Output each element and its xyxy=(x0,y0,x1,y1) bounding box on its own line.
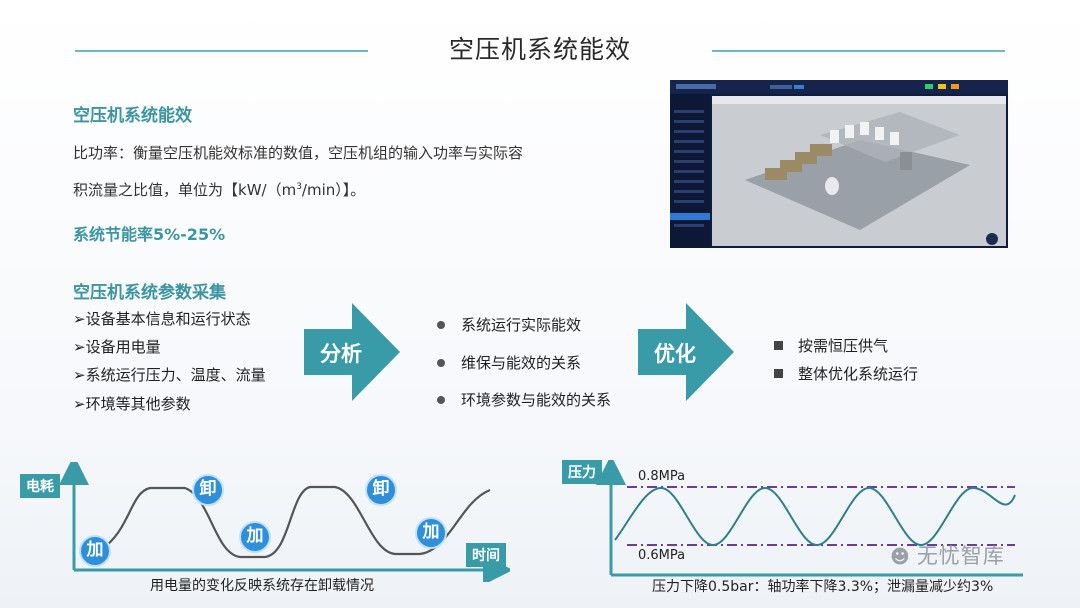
pressure-chart xyxy=(596,460,1023,577)
power-y-label: 电耗 xyxy=(20,474,60,498)
load-badge: 加 xyxy=(239,521,271,553)
bullet-square-icon xyxy=(774,341,783,350)
load-badge: 加 xyxy=(79,535,111,567)
list-item: ➢系统运行压力、温度、流量 xyxy=(73,366,266,384)
collection-heading: 空压机系统参数采集 xyxy=(73,283,226,303)
bullet-square-icon xyxy=(774,369,783,378)
unload-badge: 卸 xyxy=(192,474,224,506)
optimize-item: 按需恒压供气 xyxy=(774,335,888,356)
list-item: ➢设备用电量 xyxy=(73,338,161,356)
efficiency-heading: 空压机系统能效 xyxy=(73,106,192,126)
savings-rate: 系统节能率5%-25% xyxy=(73,225,226,244)
power-x-label: 时间 xyxy=(466,543,506,567)
pressure-y-label: 压力 xyxy=(562,460,602,484)
power-curve xyxy=(99,485,491,559)
power-chart xyxy=(60,462,510,582)
wechat-icon: ☻ xyxy=(890,546,911,568)
optimize-arrow-label: 优化 xyxy=(654,342,696,366)
pressure-curve xyxy=(614,486,1016,547)
bullet-dot-icon xyxy=(437,320,445,329)
bullet-dot-icon xyxy=(437,395,445,404)
platform-screenshot-art xyxy=(670,80,1008,248)
unload-badge: 卸 xyxy=(365,474,397,506)
bullet-dot-icon xyxy=(437,358,445,367)
platform-screenshot xyxy=(670,80,1008,248)
power-chart-caption: 用电量的变化反映系统存在卸载情况 xyxy=(150,578,374,594)
analysis-item: 维保与能效的关系 xyxy=(437,352,581,373)
optimize-item: 整体优化系统运行 xyxy=(774,363,918,384)
efficiency-line-1: 比功率：衡量空压机能效标准的数值，空压机组的输入功率与实际容 xyxy=(73,144,524,162)
analysis-arrow-label: 分析 xyxy=(320,342,362,366)
analysis-arrow-icon xyxy=(304,303,400,401)
list-item: ➢环境等其他参数 xyxy=(73,395,191,413)
analysis-item: 环境参数与能效的关系 xyxy=(437,389,611,410)
pressure-chart-caption: 压力下降0.5bar：轴功率下降3.3%；泄漏量减少约3% xyxy=(652,579,994,595)
list-item: ➢设备基本信息和运行状态 xyxy=(73,310,251,328)
title-rule-right xyxy=(712,50,1005,52)
page-title: 空压机系统能效 xyxy=(448,35,631,64)
watermark: ☻无忧智库 xyxy=(890,544,1005,568)
load-badge: 加 xyxy=(415,517,447,549)
lower-limit-label: 0.6MPa xyxy=(638,548,686,563)
optimize-arrow-icon xyxy=(638,303,734,401)
efficiency-line-2: 积流量之比值，单位为【kW/（m3/min）】。 xyxy=(73,181,366,199)
upper-limit-label: 0.8MPa xyxy=(638,469,686,484)
title-rule-left xyxy=(75,50,368,52)
analysis-item: 系统运行实际能效 xyxy=(437,314,581,335)
